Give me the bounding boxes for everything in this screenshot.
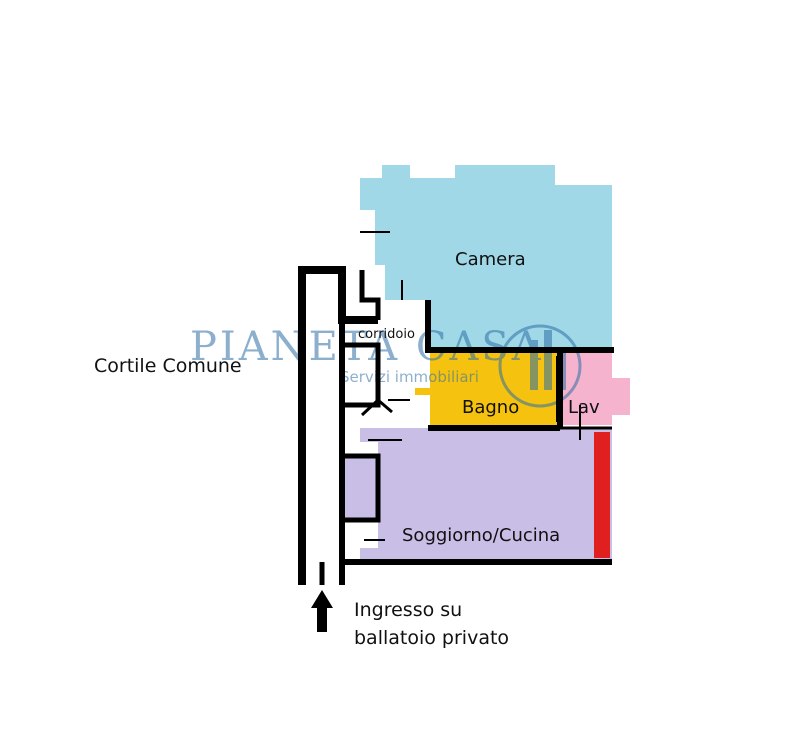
label-courtyard: Cortile Comune [94,355,242,377]
label-entrance: Ingresso su ballatoio privato [354,599,510,649]
label-soggiorno: Soggiorno/Cucina [402,525,560,546]
wall-corridor-left [298,266,378,585]
room-soggiorno [340,428,612,562]
wall-stair [359,270,381,320]
watermark-subtitle: Servizi immobiliari [340,368,479,386]
highlight-wall [594,432,610,558]
label-camera: Camera [455,249,526,270]
walls [298,231,614,585]
label-bagno: Bagno [462,397,519,418]
watermark-logo-bar [544,330,552,390]
wall-camera-bottom [425,300,614,353]
watermark-logo-bar [530,340,538,390]
room-bagno [415,352,560,425]
wall-corridor-diagonal [360,397,393,417]
label-corridoio: corridoio [358,327,415,342]
entrance-arrow-icon [311,590,333,632]
room-camera [360,165,612,350]
watermark-logo-ring [498,324,582,408]
label-lav: Lav [568,397,600,418]
